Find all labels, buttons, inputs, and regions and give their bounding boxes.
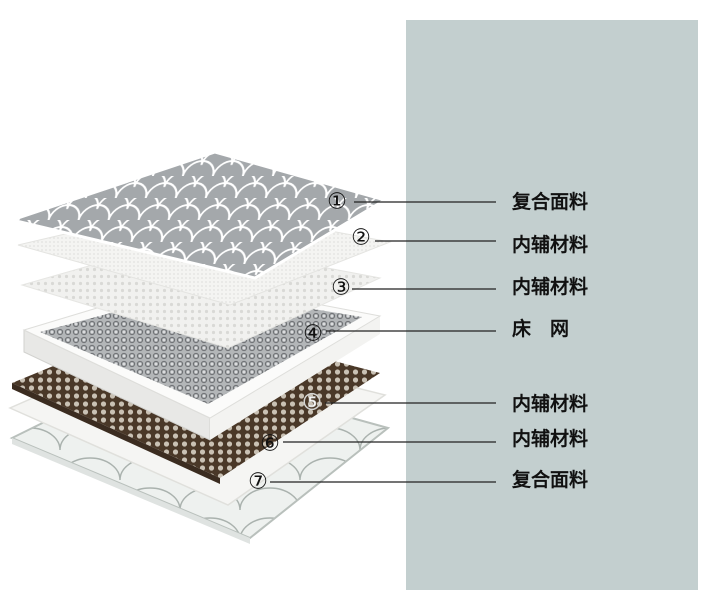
marker-2: ②: [351, 226, 371, 251]
layer-4-frame-side-right: [210, 316, 380, 440]
layer-2-label: 内辅材料: [512, 234, 589, 256]
background-panel: [406, 20, 698, 590]
layer-7-edge: [12, 438, 250, 544]
marker-7: ⑦: [248, 470, 268, 495]
marker-4: ④: [303, 322, 323, 347]
marker-3: ③: [331, 276, 351, 301]
layer-1-label: 复合面料: [512, 191, 589, 213]
leader-lines: [270, 201, 496, 483]
layer-1-fabric: [6, 150, 389, 280]
marker-6: ⑥: [260, 432, 280, 457]
marker-1: ①: [327, 190, 347, 215]
layer-3-label: 内辅材料: [512, 276, 589, 298]
layer-4-label: 床 网: [512, 318, 570, 340]
marker-5: ⑤: [302, 391, 322, 416]
layer-5-edge: [12, 383, 220, 484]
layer-5-label: 内辅材料: [512, 393, 589, 415]
layer-6-label: 内辅材料: [512, 428, 589, 450]
layer-7-label: 复合面料: [512, 469, 589, 491]
